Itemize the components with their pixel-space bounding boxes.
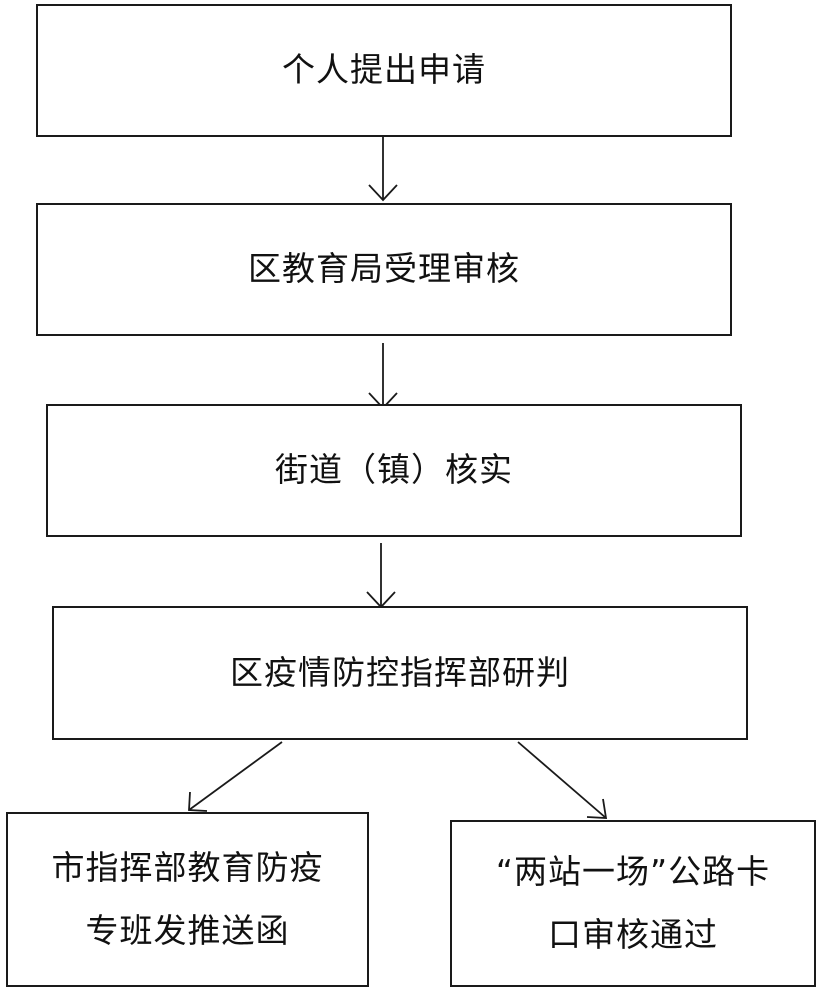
step-label-line-2: 口审核通过 [548,914,718,954]
step-city-command-letter: 市指挥部教育防疫 专班发推送函 [6,812,369,987]
step-label: 区教育局受理审核 [248,249,520,289]
step-label-line-1: 市指挥部教育防疫 [51,847,324,887]
step-district-command-assessment: 区疫情防控指挥部研判 [52,606,748,740]
step-label: 区疫情防控指挥部研判 [230,652,570,692]
step-label-line-1: “两站一场”公路卡 [495,851,771,891]
arrow-step1-to-step2 [368,137,398,202]
step-district-education-review: 区教育局受理审核 [36,203,732,336]
step-checkpoint-approval: “两站一场”公路卡 口审核通过 [450,820,816,987]
step-personal-application: 个人提出申请 [36,4,732,137]
step-label: 个人提出申请 [282,50,486,90]
step-street-town-verification: 街道（镇）核实 [46,404,742,537]
step-label: 街道（镇）核实 [275,450,513,490]
arrow-step3-to-step4 [366,543,396,609]
arrow-step2-to-step3 [368,343,398,410]
arrow-step4-to-step5 [188,741,283,812]
step-label-line-2: 专班发推送函 [85,910,290,950]
arrow-step4-to-step6 [517,741,608,819]
